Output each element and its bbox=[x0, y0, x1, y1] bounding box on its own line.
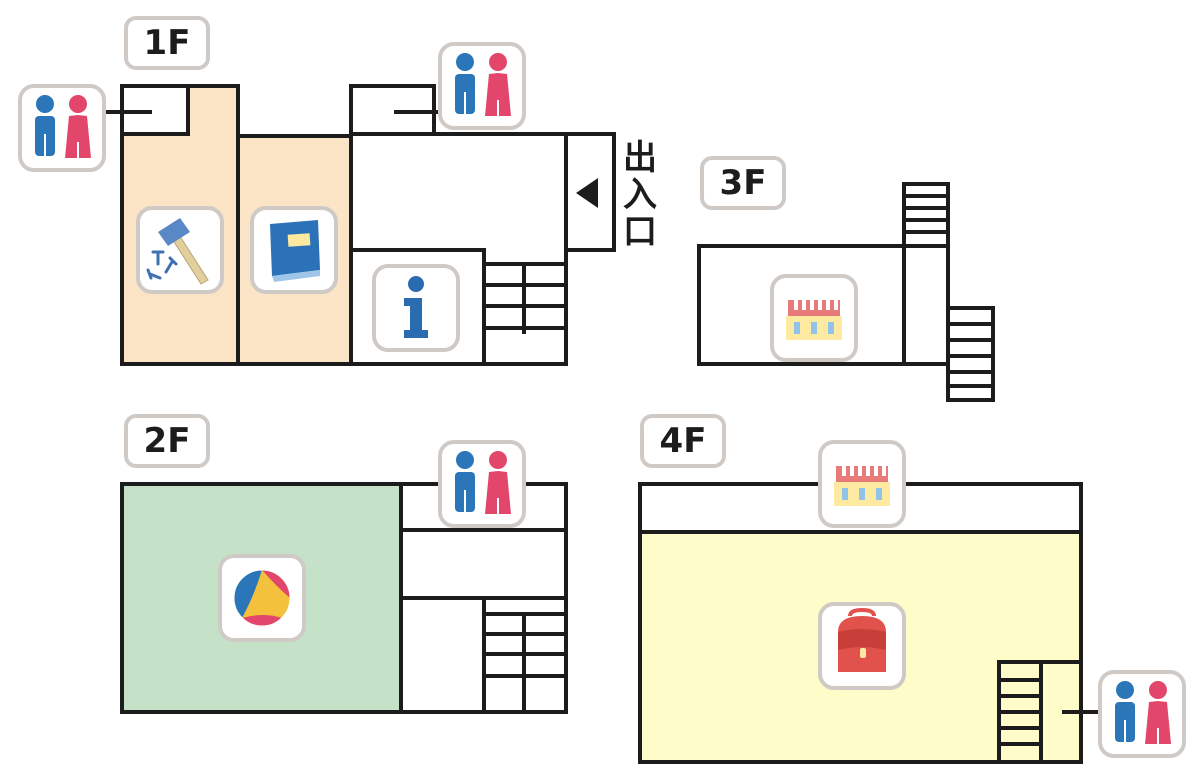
book-icon bbox=[250, 206, 338, 294]
entrance-arrow-icon bbox=[576, 178, 598, 208]
restroom-icon bbox=[438, 440, 526, 528]
hammer-nails-icon bbox=[136, 206, 224, 294]
floor-4f bbox=[638, 440, 1186, 764]
entrance-label: 出 入 口 bbox=[620, 140, 660, 251]
floor-label-3f: 3F bbox=[700, 156, 786, 210]
walls-1f bbox=[104, 84, 616, 366]
entrance-char: 口 bbox=[623, 212, 657, 252]
floor-3f bbox=[697, 182, 995, 402]
entrance-char: 出 bbox=[623, 138, 657, 178]
beach-ball-icon bbox=[218, 554, 306, 642]
restroom-icon bbox=[1098, 670, 1186, 758]
floor-label-1f: 1F bbox=[124, 16, 210, 70]
walls-3f bbox=[697, 182, 995, 402]
floor-label-2f: 2F bbox=[124, 414, 210, 468]
entrance-char: 入 bbox=[623, 175, 657, 215]
restroom-icon bbox=[438, 42, 526, 130]
information-icon bbox=[372, 264, 460, 352]
walls-2f bbox=[120, 482, 568, 714]
floor-label-4f: 4F bbox=[640, 414, 726, 468]
school-backpack-icon bbox=[818, 602, 906, 690]
shop-icon bbox=[818, 440, 906, 528]
shop-icon bbox=[770, 274, 858, 362]
floor-2f bbox=[120, 440, 568, 714]
floor-1f bbox=[18, 42, 616, 366]
restroom-icon bbox=[18, 84, 106, 172]
walls-4f bbox=[638, 482, 1100, 764]
